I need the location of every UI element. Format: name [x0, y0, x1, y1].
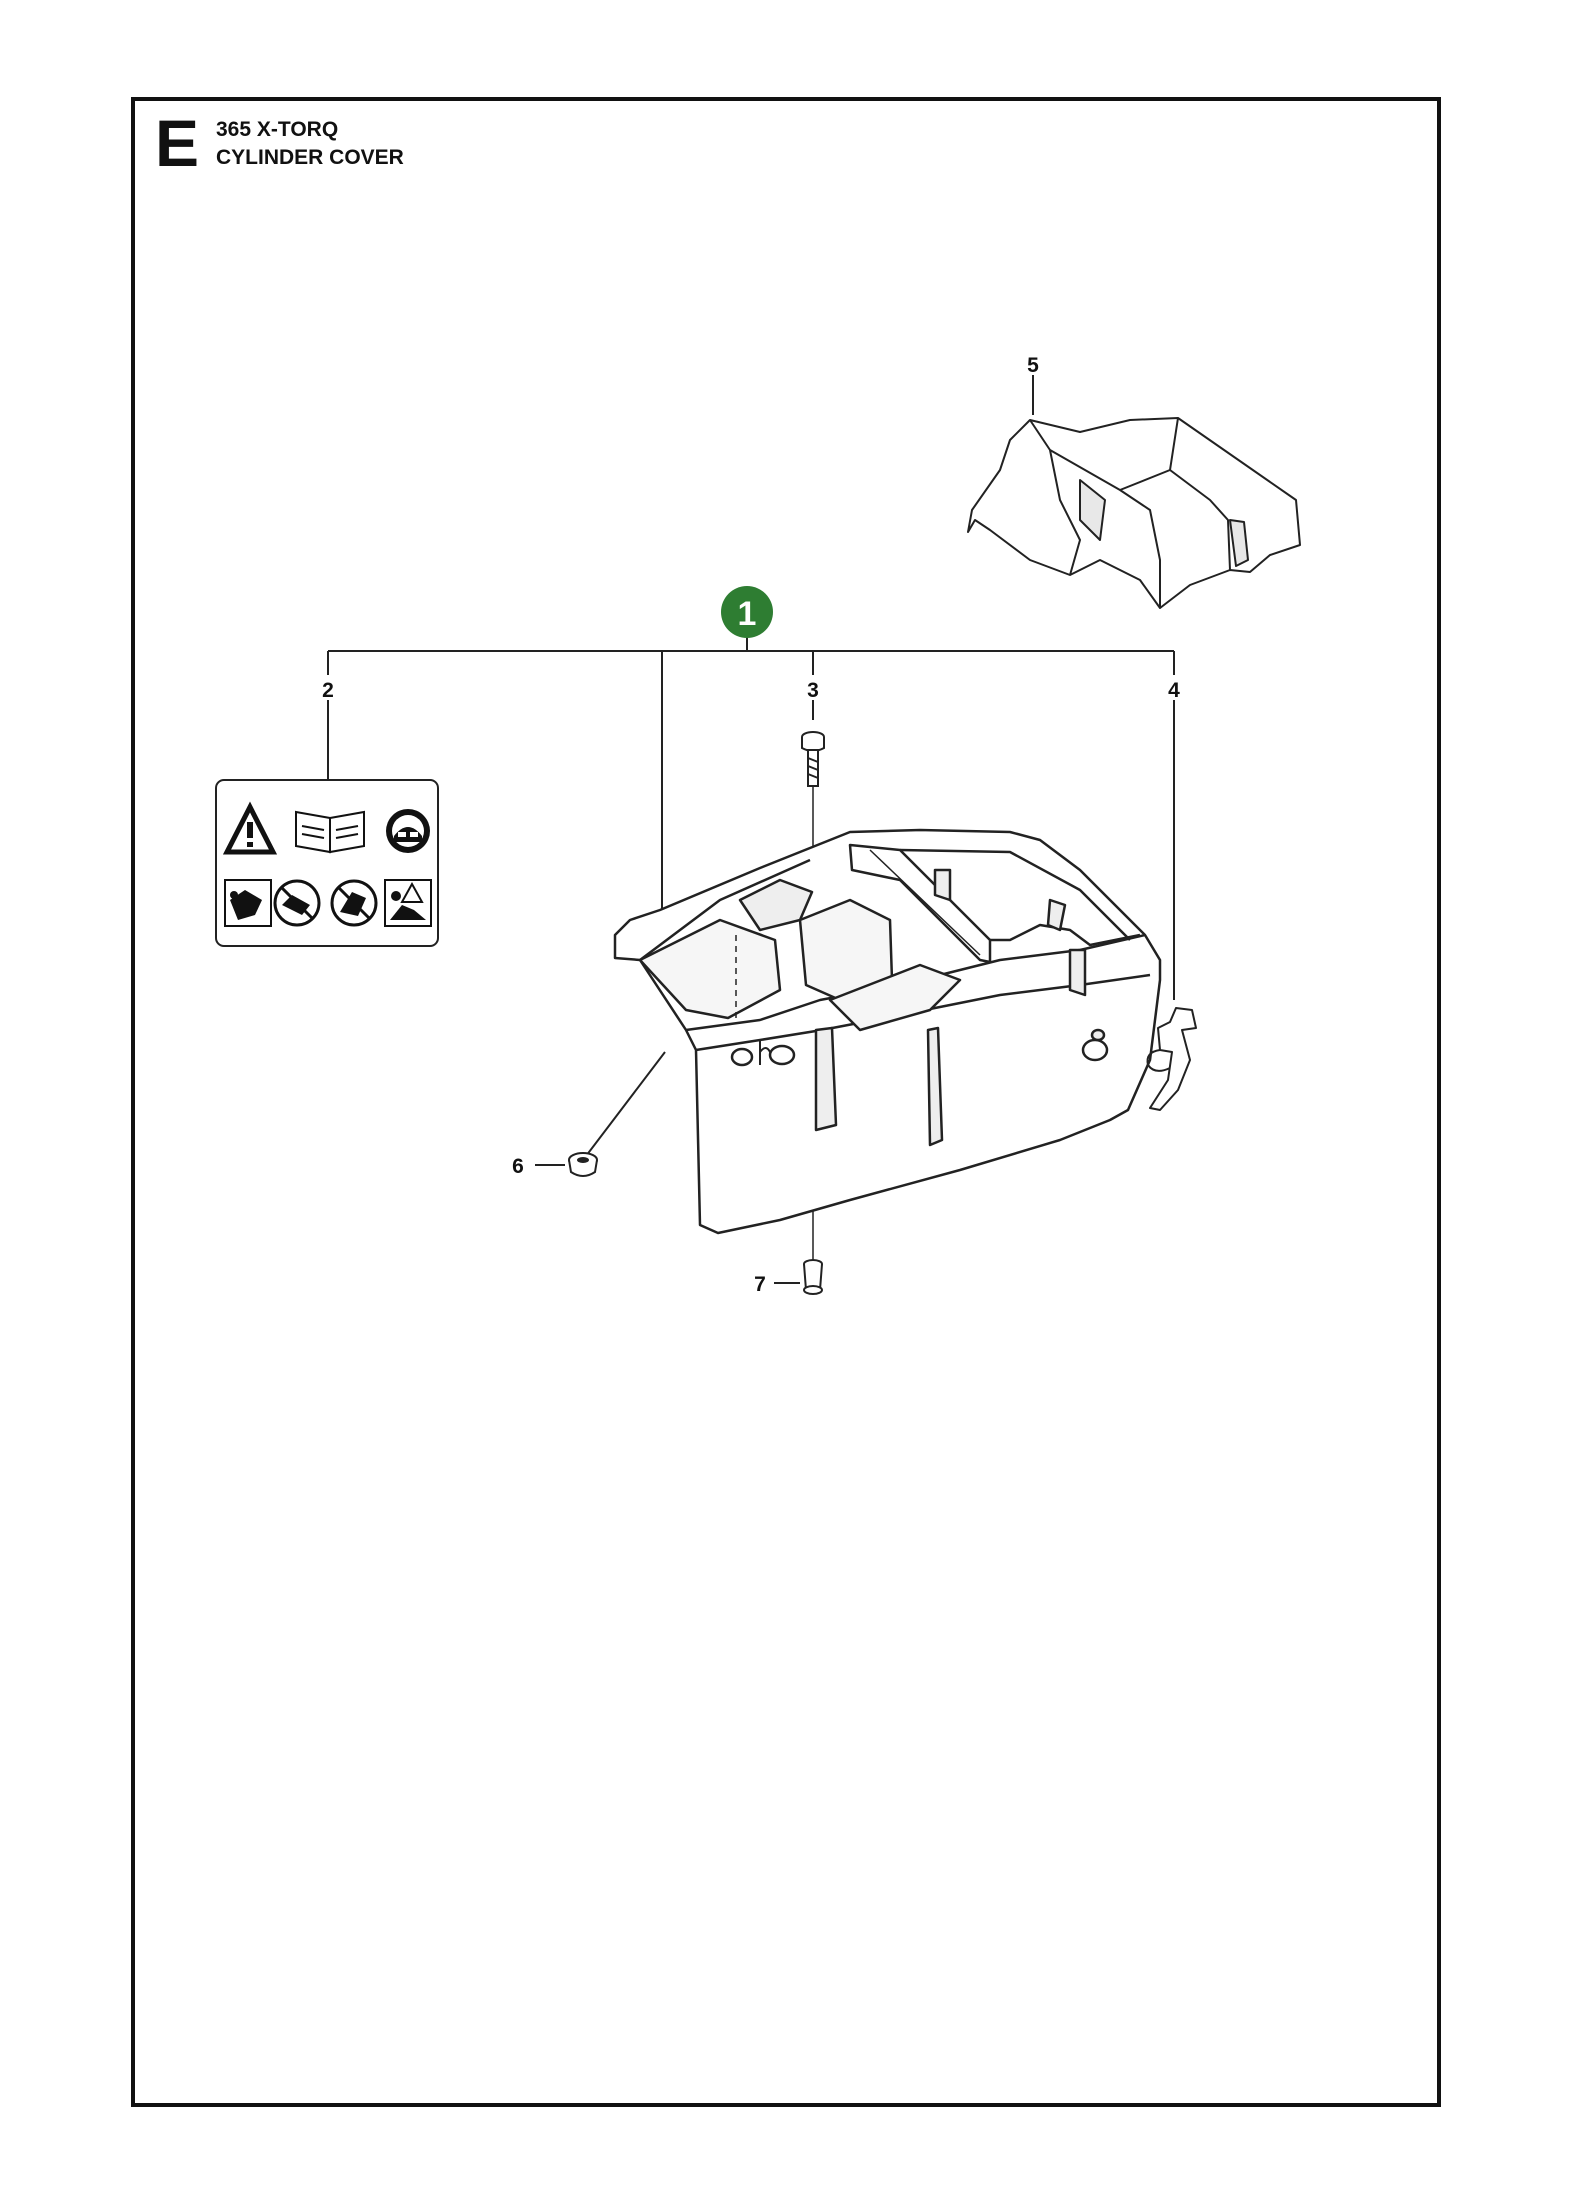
callout-4: 4 [1168, 679, 1180, 702]
callout-5: 5 [1027, 354, 1039, 377]
two-hand-use-icon [224, 879, 272, 927]
one-hand-prohibited-icon [273, 879, 321, 927]
assembly-bracket-lines [327, 375, 1175, 1000]
clip-part[interactable] [1146, 1007, 1197, 1111]
callout-7: 7 [754, 1273, 766, 1296]
sleeve-part[interactable] [774, 1259, 823, 1295]
callout-2: 2 [322, 679, 334, 702]
ear-eye-protection-icon [386, 809, 430, 853]
warning-triangle-icon [222, 801, 278, 855]
chain-brake-icon [384, 879, 432, 927]
page-title: CYLINDER COVER [216, 146, 404, 169]
manual-book-icon [295, 810, 365, 854]
callout-6: 6 [512, 1155, 524, 1178]
cylinder-cover-part[interactable] [613, 828, 1162, 1235]
safety-decal-part[interactable] [215, 779, 439, 947]
grommet-part[interactable] [535, 1051, 666, 1177]
section-letter: E [155, 106, 200, 180]
callout-badge-1: 1 [721, 586, 773, 638]
callout-1: 1 [738, 595, 757, 633]
air-deflector-part[interactable] [967, 417, 1301, 609]
callout-3: 3 [807, 679, 819, 702]
screw-part[interactable] [801, 731, 825, 787]
page-frame [131, 97, 1441, 2107]
kickback-prohibited-icon [330, 879, 378, 927]
model-name: 365 X-TORQ [216, 118, 339, 141]
